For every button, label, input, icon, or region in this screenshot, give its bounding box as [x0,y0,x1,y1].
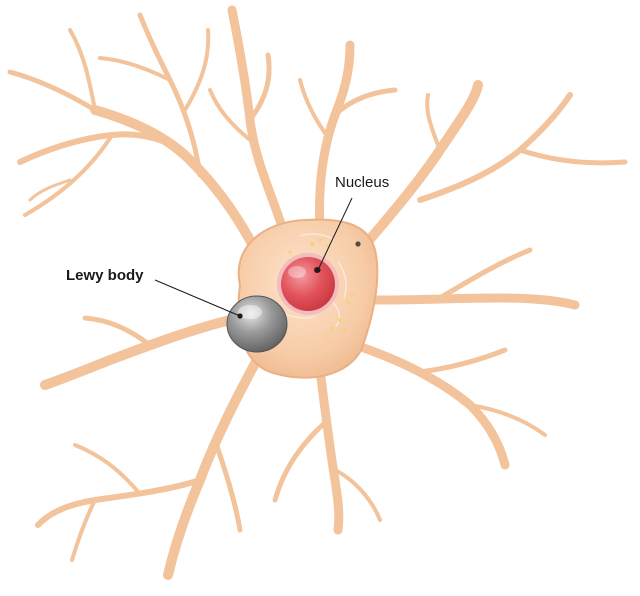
dendrite-branch [298,78,332,142]
dendrite-right [360,80,483,250]
dendrite-branch [7,69,98,113]
dendrite-branch [417,347,508,375]
dendrite-branch [208,88,252,142]
dendrite-branch [272,417,331,503]
lewy-body-leader-dot [237,313,243,319]
dendrite-branch [437,247,533,301]
lewy-body [226,295,288,353]
lewy-body-leader-line [154,279,241,317]
nucleus [281,257,335,311]
dendrite-branch [98,56,172,82]
dendrite-left [40,315,235,390]
nucleus-highlight [288,266,306,278]
dendrite-branch [468,403,547,437]
dendrite-lower-center [315,365,344,535]
dendrite-right-lower [370,293,580,310]
dendrite-lower-right [350,340,510,470]
granules [288,238,354,338]
dendrite-branch [82,315,153,348]
dendrite-branch [517,147,628,166]
dendrite-branch [70,498,97,562]
dendrites [7,5,628,580]
dendrite-branch [212,437,243,533]
dendrite-branch [35,477,203,528]
small-vesicle [355,241,361,247]
dendrite-lower-left [163,353,263,580]
dendrite-branch [23,133,114,217]
dendrite-branch [425,93,442,152]
dendrite-branch [73,443,142,496]
dendrite-top-right [315,40,355,235]
dendrite-branch [332,87,398,118]
dendrite-branch [333,468,382,522]
dendrite-branch [183,28,211,112]
nucleus-leader-line [317,197,353,271]
lewy-body-label: Lewy body [66,267,144,284]
dendrite-branch [28,178,72,202]
nucleus-label: Nucleus [335,174,389,191]
lewy-body-highlight [238,305,262,319]
dendrite-branch [68,28,97,112]
dendrite-upper-center [227,5,290,240]
dendrite-branch [247,52,272,123]
dendrite-branch [137,12,203,178]
nucleus-leader-dot [315,267,321,273]
